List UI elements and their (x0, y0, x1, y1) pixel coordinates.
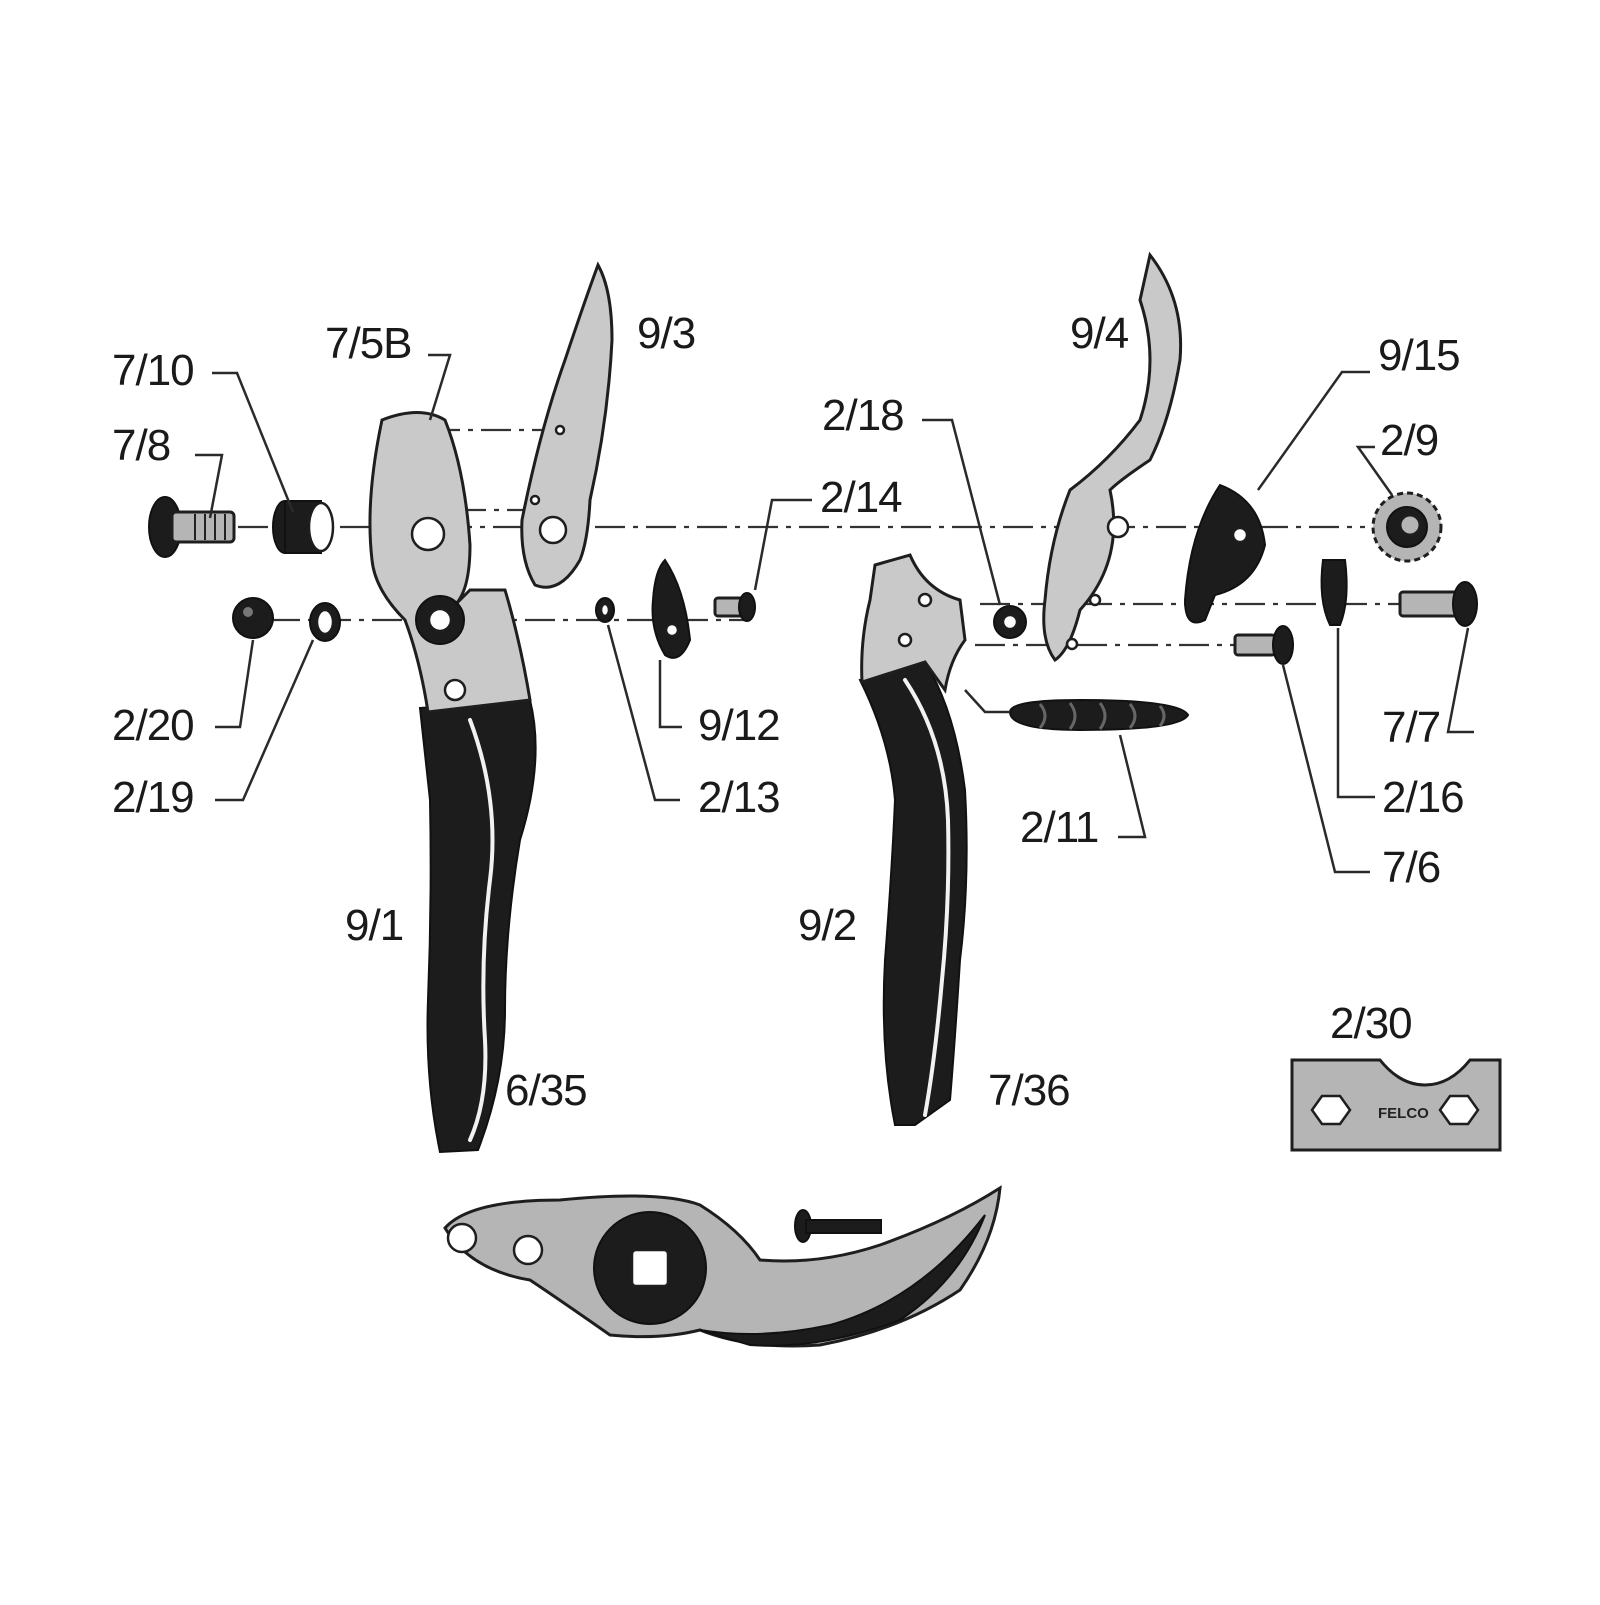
washer-2-18 (993, 605, 1027, 639)
handle-9-2 (858, 553, 968, 1126)
label-9-4: 9/4 (1070, 309, 1129, 358)
label-7-5B: 7/5B (325, 319, 412, 368)
handle-9-1 (368, 411, 537, 1154)
label-7-36: 7/36 (988, 1066, 1070, 1115)
label-2-30: 2/30 (1330, 999, 1412, 1048)
washer-2-13 (595, 597, 615, 623)
label-7-7: 7/7 (1382, 703, 1440, 752)
label-7-8: 7/8 (112, 421, 170, 470)
cap-2-20 (232, 597, 274, 639)
label-2-18: 2/18 (822, 391, 904, 440)
screw-2-14 (713, 592, 756, 622)
blade-screw (794, 1209, 882, 1243)
leader-lines (195, 353, 1474, 874)
label-2-13: 2/13 (698, 773, 780, 822)
screw-7-6 (1233, 625, 1294, 665)
screw-7-7 (1398, 581, 1478, 627)
label-2-20: 2/20 (112, 701, 194, 750)
blade-9-4 (1042, 251, 1183, 663)
bolt-7-8 (148, 496, 236, 558)
label-9-3: 9/3 (637, 309, 695, 358)
label-9-15: 9/15 (1378, 331, 1460, 380)
label-9-12: 9/12 (698, 701, 780, 750)
gear-2-9 (1371, 491, 1443, 563)
part-labels: 9/3 7/5B 7/10 7/8 2/20 2/19 9/12 2/13 2/… (112, 309, 1465, 1115)
label-6-35: 6/35 (505, 1066, 587, 1115)
spring-2-11 (1008, 698, 1190, 732)
label-2-16: 2/16 (1382, 773, 1464, 822)
clip-2-16 (1320, 559, 1348, 626)
label-9-1: 9/1 (345, 901, 403, 950)
label-2-11: 2/11 (1020, 803, 1098, 852)
key-logo: FELCO (1378, 1105, 1429, 1122)
plate-9-15 (1183, 483, 1267, 624)
label-2-14: 2/14 (820, 473, 902, 522)
label-2-19: 2/19 (112, 773, 194, 822)
label-2-9: 2/9 (1380, 416, 1438, 465)
washer-2-19 (309, 602, 341, 642)
nut-7-10 (272, 500, 335, 554)
anvil-9-12 (651, 558, 692, 659)
label-7-6: 7/6 (1382, 843, 1440, 892)
label-7-10: 7/10 (112, 346, 194, 395)
label-9-2: 9/2 (798, 901, 856, 950)
blade-9-3 (520, 261, 614, 589)
key-2-30: FELCO (1290, 1058, 1502, 1152)
replacement-blade (443, 1185, 1002, 1348)
